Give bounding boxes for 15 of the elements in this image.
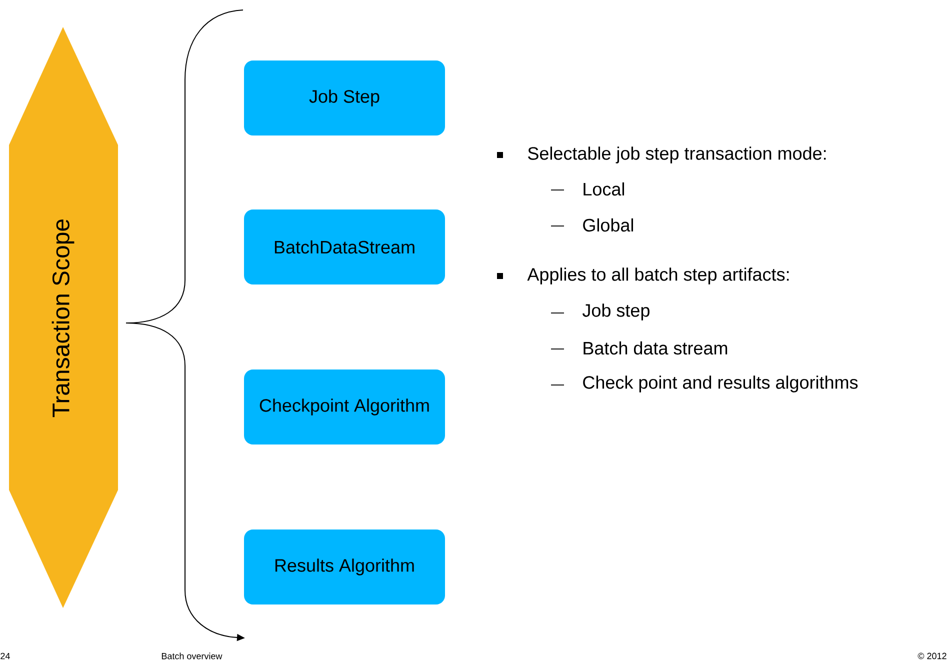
bullet-text: Batch data stream bbox=[584, 341, 728, 355]
process-box: BatchDataStream bbox=[244, 210, 445, 284]
bullet-text: Applies to all batch step artifacts: bbox=[527, 268, 789, 284]
process-box: Checkpoint Algorithm bbox=[244, 370, 445, 444]
bullet-text: Global bbox=[583, 218, 634, 232]
footer-text: 24 bbox=[0, 652, 10, 660]
footer-text: © 2012 bbox=[918, 652, 946, 660]
bullet-text: Local bbox=[584, 182, 624, 196]
process-box: Job Step bbox=[244, 60, 445, 136]
bullet-text: Check point and results algorithms bbox=[583, 376, 858, 392]
bullet-text: Job step bbox=[582, 304, 650, 320]
footer-text: Batch overview bbox=[162, 652, 222, 660]
bullet-text: Selectable job step transaction mode: bbox=[528, 146, 826, 164]
process-box: Results Algorithm bbox=[244, 530, 445, 604]
hexagon-band: Transaction Scope bbox=[9, 27, 118, 608]
